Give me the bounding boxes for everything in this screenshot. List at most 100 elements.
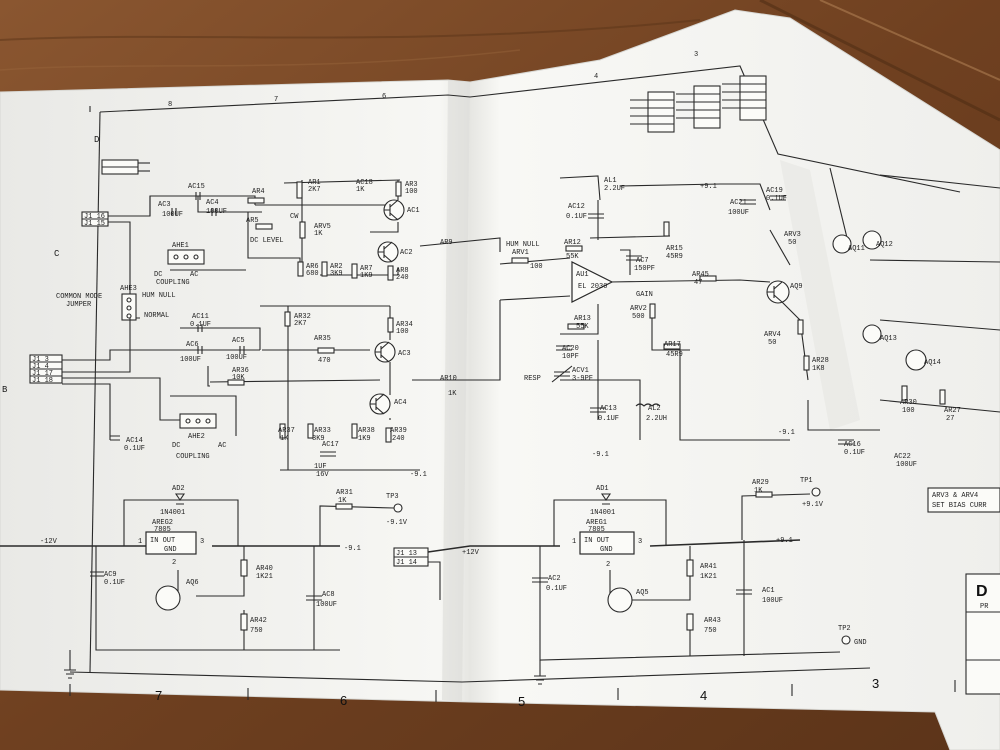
val-ar29: 1K	[754, 487, 763, 495]
label-jumper: JUMPER	[66, 301, 92, 309]
label-hum-null-2: HUM NULL	[506, 241, 540, 249]
ref-aq9: AQ9	[790, 283, 803, 291]
ref-aq14: AQ14	[924, 359, 941, 367]
ref-ac5: AC5	[232, 337, 245, 345]
note-bias-2: SET BIAS CURR	[932, 502, 987, 510]
pin-label: J1 4	[32, 363, 49, 371]
top-number-6: 6	[382, 93, 386, 101]
val-ac14: 0.1UF	[124, 445, 145, 453]
part-ad2: 1N4001	[160, 509, 185, 517]
transistor-aq13	[862, 324, 882, 344]
val-ar30: 100	[902, 407, 915, 415]
part-areg1: 7805	[588, 526, 605, 534]
ref-ac13: AC13	[600, 405, 617, 413]
reg2-pin1: 1	[138, 538, 142, 546]
val-ac8: 100UF	[316, 601, 337, 609]
ref-areg2: AREG2	[152, 519, 173, 527]
ref-ar38: AR38	[358, 427, 375, 435]
ref-ac4q: AC4	[394, 399, 407, 407]
reg1-pins: IN OUT	[584, 537, 609, 545]
regulator-areg2	[145, 531, 197, 555]
val-ar2: 3K9	[330, 270, 343, 278]
val-ar17: 45R9	[666, 351, 683, 359]
ref-aq13: AQ13	[880, 335, 897, 343]
power-supply-positive: J1 13 J1 14 +12V AD1 1N4001 AREG1 7805 I…	[393, 477, 867, 685]
ref-ar10: AR10	[440, 375, 457, 383]
ref-arv1: ARV1	[512, 249, 529, 257]
input-stage: AC1 AC2 AR4 AR5 AR1 2K7 AC18 1K AR3 100 …	[56, 179, 420, 321]
val-ar42: 750	[250, 627, 263, 635]
fold-links: AR9 AR10 1K	[412, 237, 501, 398]
ref-arv3: ARV3	[784, 231, 801, 239]
ref-ac1b: AC1	[762, 587, 775, 595]
ref-ac20: AC20	[562, 345, 579, 353]
pin-table-group	[630, 75, 767, 133]
val-ar43: 750	[704, 627, 717, 635]
ref-ar29: AR29	[752, 479, 769, 487]
resistor-ar3	[395, 181, 402, 197]
ref-ar13: AR13	[574, 315, 591, 323]
ref-ar5: AR5	[246, 217, 259, 225]
val-ar13: 55K	[576, 323, 589, 331]
second-channel: AC3 AC4 AC11 0.1UF AC6 100UF AC5 100UF A…	[62, 305, 427, 479]
val-acv1: 3-9PF	[572, 375, 593, 383]
reg1-pin3: 3	[638, 538, 642, 546]
ref-ar45: AR45	[692, 271, 709, 279]
resistor-ar29	[755, 491, 773, 498]
pin-label: J1 17	[32, 370, 53, 378]
resistor-ar34	[387, 317, 394, 333]
ref-arv2: ARV2	[630, 305, 647, 313]
connector-j1-left: J1 16 J1 15 J1 3 J1 4 J1 17 J1 18	[29, 159, 150, 385]
resistor-ar36	[227, 379, 245, 386]
label-plus12v: +12V	[462, 549, 480, 557]
val-ar7: 1K9	[360, 272, 373, 280]
volt-tp1: +9.1V	[802, 501, 824, 509]
val-ac3: 100UF	[162, 211, 183, 219]
label-dc-2: DC	[172, 442, 180, 450]
val-ar34: 100	[396, 328, 409, 336]
testpoint-tp2	[841, 635, 851, 645]
pin-j14: J1 14	[396, 559, 417, 567]
val-ac6: 100UF	[180, 356, 201, 364]
resistor-ar27	[939, 389, 946, 405]
ref-al2: AL2	[648, 405, 661, 413]
border-number-7: 7	[155, 688, 162, 703]
ref-ac19: AC19	[766, 187, 783, 195]
val-ar15: 45R9	[666, 253, 683, 261]
ref-ar28: AR28	[812, 357, 829, 365]
ref-ahe1: AHE1	[172, 242, 189, 250]
ref-ac7: AC7	[636, 257, 649, 265]
rail-minus91-right: -9.1	[778, 429, 795, 437]
ref-ar6: AR6	[306, 263, 319, 271]
power-supply-negative: -12V AD2 1N4001 AREG2 7805 IN OUT GND 1 …	[0, 485, 408, 679]
label-dc-level: DC LEVEL	[250, 237, 284, 245]
ref-ad2: AD2	[172, 485, 185, 493]
title-fragment-2: PR	[980, 603, 989, 611]
pin-label: J1 18	[32, 377, 53, 385]
ref-ahe3: AHE3	[120, 285, 137, 293]
ref-ac11: AC11	[192, 313, 209, 321]
pot-arv2	[649, 303, 656, 319]
ref-ar31: AR31	[336, 489, 353, 497]
val-ac7: 150PF	[634, 265, 655, 273]
ref-ac3: AC3	[158, 201, 171, 209]
val-arv3: 50	[788, 239, 796, 247]
val-ac16: 0.1UF	[844, 449, 865, 457]
val-ar32: 2K7	[294, 320, 307, 328]
ref-ar35: AR35	[314, 335, 331, 343]
resistor-ar1	[296, 181, 303, 199]
ref-ar12: AR12	[564, 239, 581, 247]
border-letter-d: D	[94, 135, 99, 145]
resistor-ar6	[297, 261, 304, 277]
ref-ar3: AR3	[405, 181, 418, 189]
val-ar37: 1K	[280, 435, 289, 443]
label-minus12v: -12V	[40, 538, 58, 546]
output-stage: AU1 EL 2030 AL1 2.2UF AC12 0.1UF ARV1 10…	[499, 167, 1000, 513]
val-ac22: 100UF	[896, 461, 917, 469]
label-coupling: COUPLING	[156, 279, 190, 287]
ref-tp1: TP1	[800, 477, 813, 485]
resistor-ar35	[317, 347, 335, 354]
title-fragment: D	[976, 583, 988, 600]
ref-ac14: AC14	[126, 437, 143, 445]
